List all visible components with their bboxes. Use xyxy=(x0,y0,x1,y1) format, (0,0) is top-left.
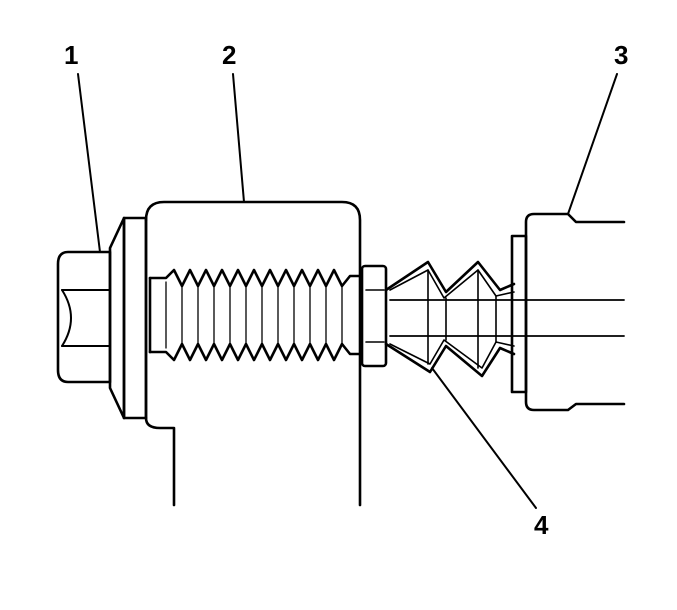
nut xyxy=(360,264,388,368)
callout-3: 3 xyxy=(614,40,629,70)
leader-line-2 xyxy=(232,73,245,203)
leader-line-1 xyxy=(77,73,101,253)
threaded-shaft xyxy=(148,268,362,362)
leader-line-3 xyxy=(567,73,618,215)
tool-body xyxy=(144,200,362,507)
leader-lines xyxy=(77,73,618,509)
washer xyxy=(108,216,148,420)
tie-rod xyxy=(510,212,626,412)
callout-4: 4 xyxy=(534,510,549,540)
leader-line-4 xyxy=(431,367,537,509)
boot-bellows xyxy=(384,260,625,378)
callout-1: 1 xyxy=(64,40,79,70)
bolt-head xyxy=(56,250,112,384)
callout-2: 2 xyxy=(222,40,237,70)
